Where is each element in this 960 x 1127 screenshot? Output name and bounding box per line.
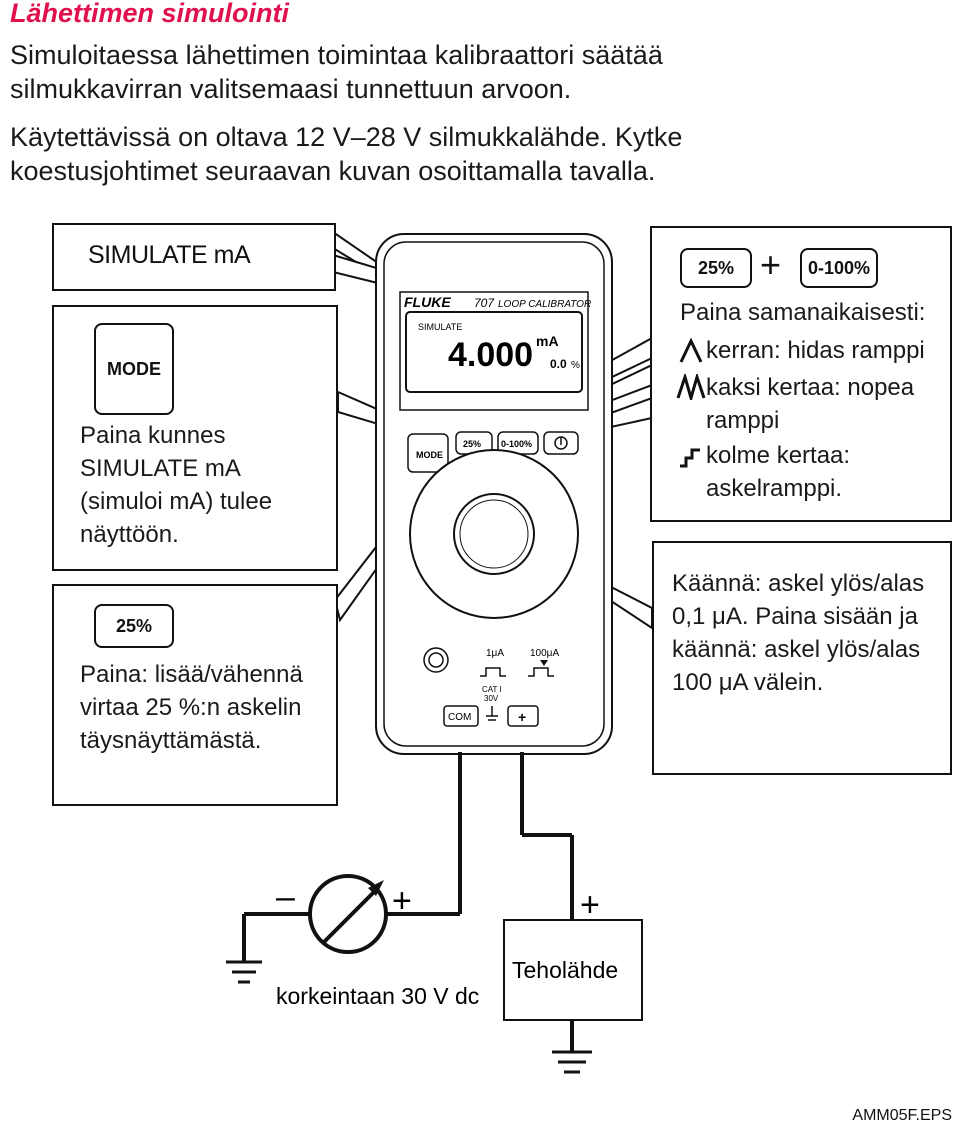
max-voltage-label: korkeintaan 30 V dc: [276, 983, 479, 1009]
jack-com-label: COM: [448, 712, 471, 723]
simultaneous-heading: Paina samanaikaisesti:: [680, 299, 926, 326]
lcd-percent-sign: %: [571, 360, 580, 371]
mode-instruction: Paina kunnes SIMULATE mA (simuloi mA) tu…: [80, 422, 273, 548]
ground-symbol-right: [552, 1050, 592, 1074]
meter-plus-label: +: [392, 882, 412, 920]
mode-callout: MODE Paina kunnes SIMULATE mA (simuloi m…: [52, 305, 338, 571]
device-0100-button-label: 0-100%: [501, 439, 532, 449]
meter-minus-label: –: [276, 878, 295, 916]
knob-instruction: Käännä: askel ylös/alas 0,1 μA. Paina si…: [672, 570, 925, 696]
step-switch-icons: [480, 667, 554, 677]
lcd-percent: 0.0: [550, 357, 567, 371]
meter-circuit: [242, 874, 388, 962]
device-mode-button-label: MODE: [416, 450, 443, 460]
pct-instruction: Paina: lisää/vähennä virtaa 25 %:n askel…: [80, 661, 303, 754]
intro-paragraph-2: Käytettävissä on oltava 12 V–28 V silmuk…: [10, 122, 683, 186]
input-jack: [423, 647, 449, 673]
cat-label: CAT I: [482, 685, 502, 694]
pct-25-button-right[interactable]: 25%: [680, 248, 752, 288]
test-leads: [386, 752, 574, 920]
step-100ua-marker: [540, 660, 548, 666]
ramp-callout: 25% + 0-100% Paina samanaikaisesti: kerr…: [650, 226, 952, 522]
ramp-slow-text: kerran: hidas ramppi: [706, 337, 925, 364]
lcd-unit: mA: [536, 333, 559, 349]
terminal-jacks: [443, 705, 539, 727]
slow-ramp-icon: [679, 338, 703, 363]
ramp-fast-text: kaksi kertaa: nopea ramppi: [706, 374, 915, 434]
device-model: 707: [474, 296, 495, 310]
cat-voltage-label: 30V: [484, 694, 499, 703]
device-brand: FLUKE: [404, 294, 451, 310]
step-ramp-icon: [680, 448, 700, 468]
figure-caption: AMM05F.EPS: [852, 1107, 952, 1124]
page-title: Lähettimen simulointi: [10, 0, 290, 28]
intro-paragraph: Simuloitaessa lähettimen toimintaa kalib…: [10, 40, 663, 104]
simulate-label: SIMULATE mA: [88, 241, 251, 269]
device-25-button-label: 25%: [463, 439, 481, 449]
step-1ua-label: 1μA: [486, 648, 504, 659]
mode-button[interactable]: MODE: [94, 323, 174, 415]
fast-ramp-icon: [676, 374, 706, 400]
ramp-step-text: kolme kertaa: askelramppi.: [706, 442, 851, 502]
supply-plus-label: +: [580, 886, 600, 924]
lcd-mode-label: SIMULATE: [418, 322, 462, 332]
pct-25-button[interactable]: 25%: [94, 604, 174, 648]
knob-callout: Käännä: askel ylös/alas 0,1 μA. Paina si…: [652, 541, 952, 775]
meter-needle-head: [368, 880, 384, 896]
step-100ua-label: 100μA: [530, 648, 559, 659]
simulate-callout: SIMULATE mA: [52, 223, 336, 291]
supply-label: Teholähde: [512, 957, 618, 983]
ground-symbol-left: [226, 960, 262, 984]
device-knob: [409, 449, 579, 619]
percent-callout: 25% Paina: lisää/vähennä virtaa 25 %:n a…: [52, 584, 338, 806]
plus-sign: +: [760, 244, 782, 285]
jack-plus-label: +: [518, 709, 526, 725]
lcd-reading: 4.000: [448, 336, 533, 374]
pct-0100-button[interactable]: 0-100%: [800, 248, 878, 288]
device-subtitle: LOOP CALIBRATOR: [498, 299, 591, 310]
